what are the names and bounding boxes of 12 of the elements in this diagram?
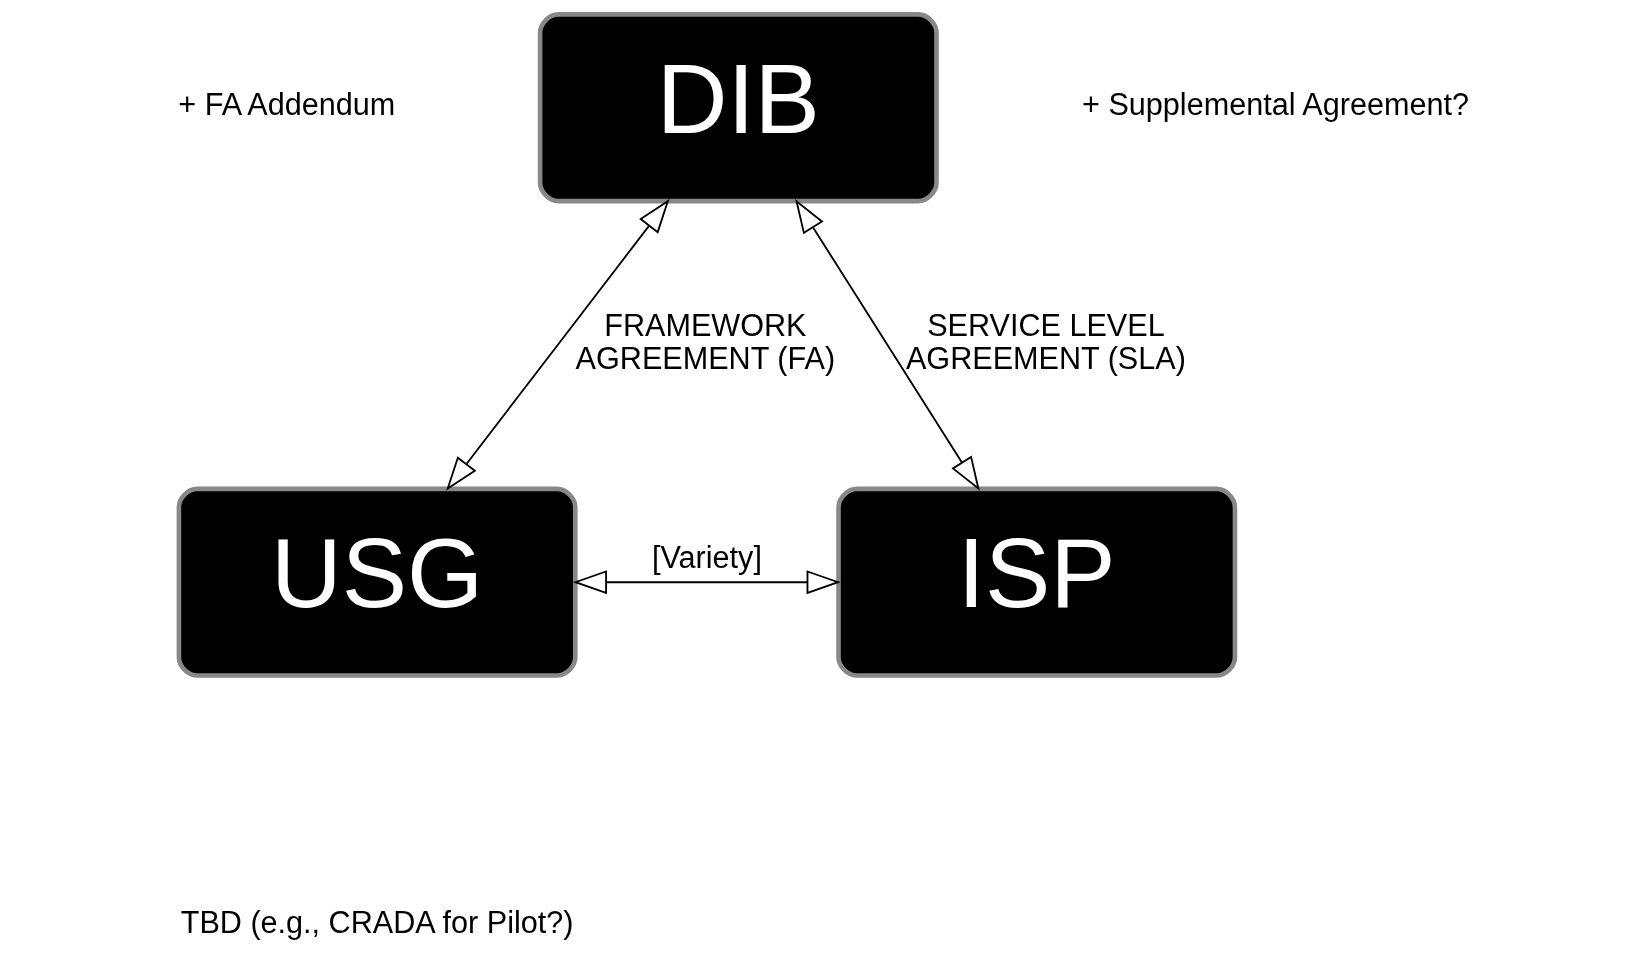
label: + Supplemental Agreement? bbox=[1081, 87, 1469, 122]
arrow bbox=[794, 198, 980, 491]
edge-label: [Variety] bbox=[651, 540, 762, 575]
edge-label: FRAMEWORK AGREEMENT (FA) bbox=[575, 307, 835, 376]
arrow bbox=[445, 199, 669, 491]
arrow bbox=[572, 570, 841, 595]
node-box: USG bbox=[176, 486, 578, 678]
node-box: ISP bbox=[835, 486, 1237, 678]
node-box: DIB bbox=[537, 12, 939, 204]
label: TBD (e.g., CRADA for Pilot?) bbox=[180, 904, 573, 939]
edge-label: SERVICE LEVEL AGREEMENT (SLA) bbox=[905, 307, 1186, 376]
label: + FA Addendum bbox=[177, 87, 395, 122]
